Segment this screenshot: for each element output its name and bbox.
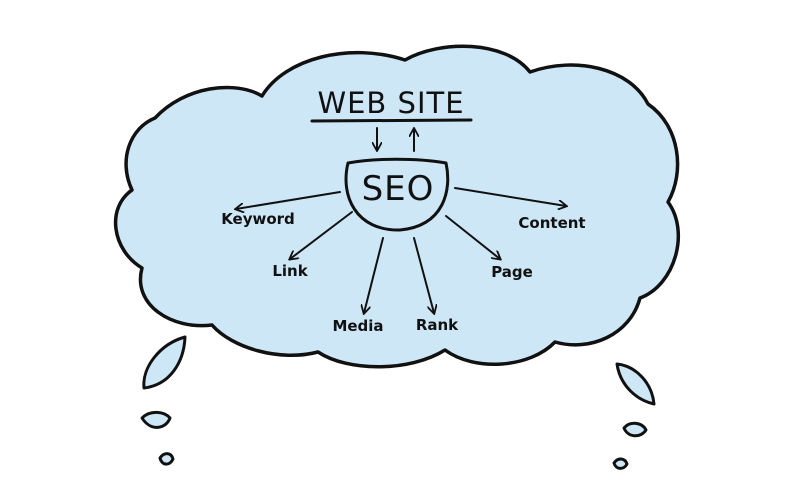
arrow-to-keyword [236, 191, 341, 209]
label-media: Media [332, 317, 383, 335]
label-page: Page [491, 263, 533, 281]
seo-hub-bowl [344, 157, 450, 232]
seo-hub-label: SEO [362, 169, 435, 209]
arrow-to-content [454, 187, 566, 206]
arrow-to-page [445, 215, 500, 259]
right-drop-medium [622, 421, 648, 438]
left-drop-large [142, 335, 187, 390]
label-link: Link [272, 262, 308, 280]
right-drop-large [615, 362, 656, 406]
arrow-to-media [364, 237, 384, 313]
label-content: Content [518, 214, 585, 232]
website-title: WEB SITE [317, 86, 464, 120]
right-drop-small [612, 457, 629, 470]
arrow-to-link [290, 211, 353, 259]
left-drop-medium [140, 410, 172, 429]
label-keyword: Keyword [221, 210, 295, 228]
label-rank: Rank [416, 316, 459, 334]
left-drop-small [158, 452, 175, 466]
arrow-to-rank [413, 237, 434, 313]
thought-cloud [113, 44, 681, 369]
title-underline [310, 118, 473, 123]
